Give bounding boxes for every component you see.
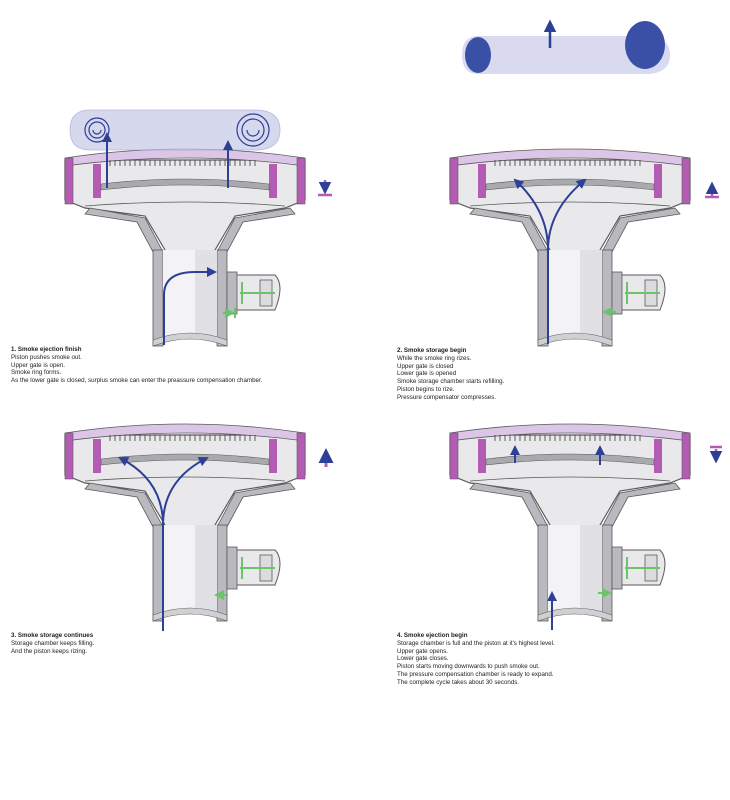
caption-line: While the smoke ring rizes. (397, 354, 472, 362)
caption-line: Storage chamber is full and the piston a… (397, 639, 555, 647)
caption-title: 4. Smoke ejection begin (397, 632, 468, 639)
panel-1-diagram (64, 109, 332, 347)
caption-line: Piston begins to rize. (397, 385, 455, 393)
caption-line: Lower gate is opened (397, 370, 457, 378)
piston-up-down-icon (709, 445, 723, 464)
caption-line: Upper gate is closed (397, 362, 454, 370)
caption-line: As the lower gate is closed, surplus smo… (11, 377, 263, 385)
compensator-arrow-icon (223, 308, 236, 318)
caption-panel-4: 4. Smoke ejection begin Storage chamber … (397, 632, 717, 687)
caption-line: And the piston keeps rizing. (11, 647, 88, 655)
caption-line: Smoke storage chamber starts refilling. (397, 378, 505, 386)
caption-panel-1: 1. Smoke ejection finish Piston pushes s… (11, 346, 331, 385)
caption-title: 3. Smoke storage continues (11, 632, 94, 639)
caption-line: The pressure compensation chamber is rea… (397, 670, 554, 678)
caption-line: Piston pushes smoke out. (11, 353, 82, 361)
panel-2-diagram (449, 148, 719, 347)
caption-line: Lower gate closes. (397, 655, 449, 663)
panel-4-diagram (449, 423, 723, 630)
caption-line: Upper gate opens. (397, 647, 448, 655)
caption-title: 2. Smoke storage begin (397, 347, 467, 354)
piston-down-icon (318, 180, 332, 197)
caption-panel-2: 2. Smoke storage begin While the smoke r… (397, 347, 717, 402)
caption-line: Pressure compensator compresses. (397, 393, 497, 401)
panel-3-diagram (64, 423, 334, 631)
piston-up-icon (705, 181, 719, 199)
caption-line: Piston starts moving downwards to push s… (397, 663, 540, 671)
rising-smoke-ring (462, 19, 670, 74)
caption-line: Upper gate is open. (11, 361, 66, 369)
caption-title: 1. Smoke ejection finish (11, 346, 82, 353)
caption-line: The complete cycle takes about 30 second… (397, 678, 520, 686)
caption-line: Storage chamber keeps filling. (11, 639, 95, 647)
caption-panel-3: 3. Smoke storage continues Storage chamb… (11, 632, 331, 655)
caption-line: Smoke ring forms. (11, 369, 62, 377)
